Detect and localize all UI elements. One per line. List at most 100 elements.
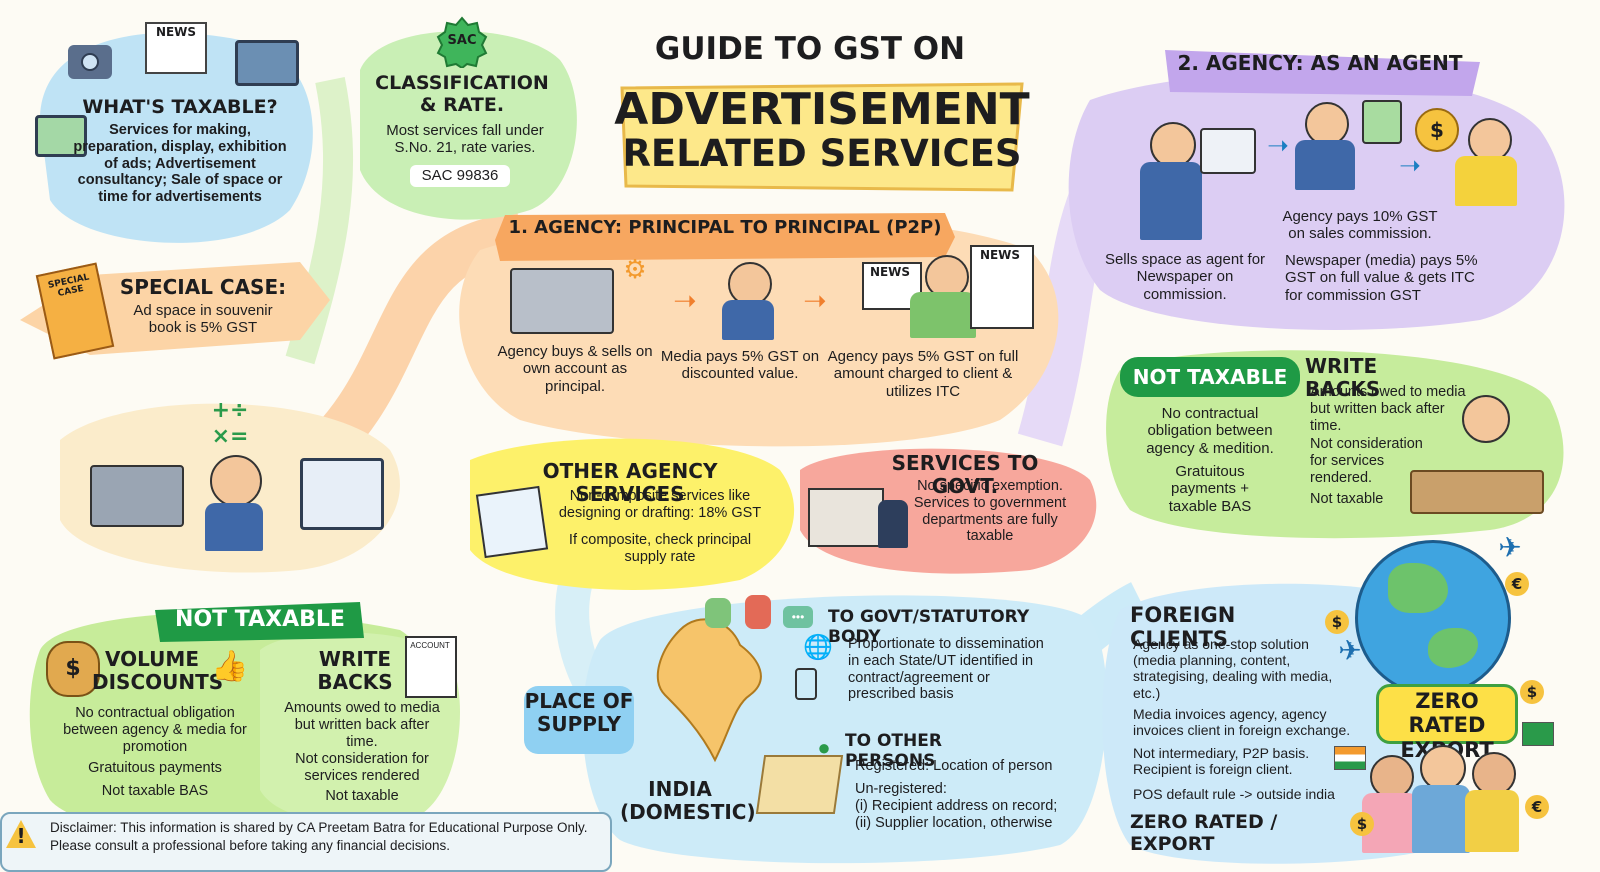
agent-right-text-1: Agency pays 10% GST on sales commission. bbox=[1282, 208, 1438, 243]
other-persons-title: TO OTHER PERSONS bbox=[845, 731, 942, 771]
arrow-icon: ➝ bbox=[673, 285, 697, 316]
gear-icon: ⚙ bbox=[623, 255, 647, 285]
india-domestic-label: INDIA (DOMESTIC) bbox=[620, 777, 756, 825]
not-taxable-left-banner bbox=[155, 602, 364, 642]
client-person-body bbox=[1455, 156, 1517, 206]
officer-icon bbox=[878, 500, 908, 548]
state-map-icon bbox=[705, 598, 731, 628]
foreign-body-2: Media invoices agency, agency invoices c… bbox=[1133, 706, 1351, 739]
document-label: ACCOUNT bbox=[410, 641, 450, 650]
disclaimer-box bbox=[0, 812, 612, 872]
coin-icon: $ bbox=[1325, 610, 1349, 634]
special-body: Ad space in souvenir book is 5% GST bbox=[133, 302, 273, 337]
agent-banner bbox=[1165, 50, 1480, 96]
write-backs-left-body: Amounts owed to media but written back a… bbox=[284, 700, 440, 750]
coin-icon: € bbox=[1525, 795, 1549, 819]
title-banner bbox=[620, 82, 1024, 192]
image-icon bbox=[35, 115, 87, 157]
write-backs-right-title: WRITE BACKS bbox=[1305, 354, 1381, 402]
title-line-3: RELATED SERVICES bbox=[622, 132, 1022, 175]
other-persons-line-3: (i) Recipient address on record; bbox=[855, 798, 1058, 814]
foreign-body-1: Agency as one-stop solution (media plann… bbox=[1133, 636, 1333, 701]
govt-body-title: TO GOVT/STATUTORY BODY bbox=[828, 607, 1030, 647]
media-person-body bbox=[722, 300, 774, 340]
government-building-icon bbox=[808, 488, 884, 547]
p2p-banner bbox=[495, 213, 955, 261]
p2p-step-3: Agency pays 5% GST on full amount charge… bbox=[827, 348, 1019, 400]
newspaper-person-avatar bbox=[1305, 102, 1349, 146]
india-flag-icon bbox=[1334, 746, 1366, 770]
write-backs-right-body-1: Amounts owed to media but written back a… bbox=[1310, 384, 1466, 434]
monitor-icon bbox=[235, 40, 299, 86]
agent-person-body bbox=[1140, 162, 1202, 240]
agent-banner-text: 2. AGENCY: AS AN AGENT bbox=[1177, 51, 1463, 75]
location-pin-icon: ● bbox=[817, 735, 831, 760]
disclaimer-text: Disclaimer: This information is shared b… bbox=[50, 820, 588, 853]
title-line-2: ADVERTISEMENT bbox=[614, 84, 1030, 135]
other-services-body-1: Non-composite services like designing or… bbox=[558, 488, 762, 521]
printing-machine-icon bbox=[510, 268, 614, 334]
agent-left-text: Sells space as agent for Newspaper on co… bbox=[1104, 251, 1266, 303]
globe-icon: 🌐 bbox=[803, 634, 833, 661]
newspaper-icon: NEWS bbox=[145, 22, 207, 74]
ad-screen-icon bbox=[1200, 128, 1256, 174]
other-persons-line-1: Registered: Location of person bbox=[855, 758, 1053, 774]
client-person-avatar bbox=[1468, 118, 1512, 162]
thumbs-up-icon: 👍 bbox=[211, 650, 249, 683]
p2p-banner-text: 1. AGENCY: PRINCIPAL TO PRINCIPAL (P2P) bbox=[508, 217, 942, 238]
write-backs-left-body-3: Not taxable bbox=[325, 788, 399, 804]
special-title: SPECIAL CASE: bbox=[119, 275, 287, 299]
person-avatar bbox=[210, 455, 262, 507]
coin-icon: € bbox=[1505, 572, 1529, 596]
volume-discounts-body-2: Gratuitous payments bbox=[88, 760, 222, 776]
volume-discounts-title: VOLUME DISCOUNTS bbox=[92, 647, 224, 695]
airplane-icon: ✈ bbox=[1498, 532, 1522, 563]
money-bag-icon: $ bbox=[1415, 108, 1459, 152]
client-body bbox=[1465, 790, 1519, 852]
client-avatar bbox=[1472, 752, 1516, 796]
not-taxable-left-badge: NOT TAXABLE bbox=[175, 607, 345, 632]
write-backs-right-body-3: Not taxable bbox=[1310, 491, 1384, 507]
taxable-body: Services for making, preparation, displa… bbox=[73, 122, 287, 206]
client-body bbox=[1412, 785, 1470, 853]
india-map-icon bbox=[656, 618, 762, 763]
newspaper-person-body bbox=[1295, 140, 1355, 190]
agent-right-text-2: Newspaper (media) pays 5% GST on full va… bbox=[1285, 252, 1478, 304]
drafting-icon bbox=[475, 485, 549, 559]
media-person-avatar bbox=[728, 262, 772, 306]
desk-icon bbox=[1410, 470, 1544, 514]
sac-code: SAC 99836 bbox=[410, 165, 510, 187]
profile-card-icon bbox=[1362, 100, 1402, 144]
p2p-step-2: Media pays 5% GST on discounted value. bbox=[660, 348, 820, 383]
foreign-footer: ZERO RATED / EXPORT bbox=[1130, 811, 1278, 856]
classification-body: Most services fall under S.No. 21, rate … bbox=[386, 122, 544, 157]
money-bag-icon: $ bbox=[46, 641, 100, 697]
camera-icon bbox=[68, 45, 112, 79]
state-map-icon bbox=[745, 595, 771, 629]
govt-body: No specific exemption. Services to gover… bbox=[913, 478, 1067, 545]
person-body bbox=[205, 503, 263, 551]
airplane-icon: ✈ bbox=[1338, 635, 1362, 666]
other-persons-line-4: (ii) Supplier location, otherwise bbox=[855, 815, 1053, 831]
map-icon bbox=[755, 755, 844, 814]
printer-icon bbox=[90, 465, 184, 527]
sac-badge-label: SAC bbox=[447, 33, 477, 48]
foreign-title: FOREIGN CLIENTS bbox=[1130, 603, 1236, 652]
p2p-step-1: Agency buys & sells on own account as pr… bbox=[497, 343, 653, 395]
arrow-icon: ➝ bbox=[1267, 130, 1289, 160]
not-taxable-right-body-1: No contractual obligation between agency… bbox=[1146, 405, 1274, 457]
not-taxable-right-body-2: Gratuitous payments + taxable BAS bbox=[1168, 463, 1252, 515]
title-line-1: GUIDE TO GST ON bbox=[654, 31, 966, 67]
document-icon: ACCOUNT bbox=[405, 636, 457, 698]
sac-badge-icon bbox=[436, 16, 488, 68]
write-backs-left-title: WRITE BACKS bbox=[317, 647, 393, 695]
taxable-title: WHAT'S TAXABLE? bbox=[82, 96, 278, 118]
newspaper-icon: NEWS bbox=[970, 245, 1034, 329]
computer-icon bbox=[300, 458, 384, 530]
zero-rated-badge: ZERO RATED EXPORT bbox=[1376, 684, 1518, 762]
coin-icon: $ bbox=[1520, 680, 1544, 704]
govt-body-text: Proportionate to dissemination in each S… bbox=[848, 636, 1044, 703]
newspaper-label: NEWS bbox=[155, 25, 197, 39]
write-backs-left-body-2: Not consideration for services rendered bbox=[295, 751, 429, 784]
agent-person-avatar bbox=[1150, 122, 1196, 168]
